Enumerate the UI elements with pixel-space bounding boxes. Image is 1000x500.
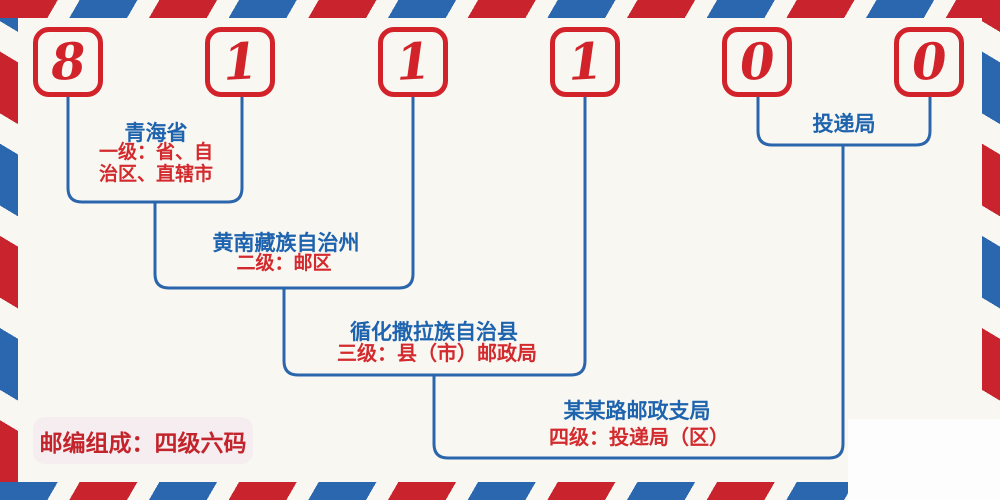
level3-description: 三级：县（市）邮政局 <box>337 343 537 365</box>
digit-box-2: 1 <box>205 27 275 97</box>
footer-badge-text: 邮编组成：四级六码 <box>39 429 247 456</box>
level1-region-name: 青海省 <box>124 122 188 145</box>
digit-box-5: 0 <box>722 27 792 97</box>
level1-description: 一级：省、自 治区、直辖市 <box>99 142 213 186</box>
level3-region-name: 循化撒拉族自治县 <box>350 321 518 344</box>
digit-3: 1 <box>394 31 432 92</box>
digit-box-3: 1 <box>378 27 448 97</box>
airmail-stripe-border-top <box>0 0 1000 18</box>
digit-2: 1 <box>221 31 259 92</box>
digit-5: 0 <box>738 31 776 92</box>
airmail-stripe-border-bottom <box>0 482 1000 500</box>
digit-box-4: 1 <box>550 27 620 97</box>
digit-box-6: 0 <box>894 27 964 97</box>
bracket-level4 <box>432 143 845 460</box>
footer-badge: 邮编组成：四级六码 <box>33 417 253 464</box>
digit-box-1: 8 <box>33 27 103 97</box>
digit-6: 0 <box>910 31 948 92</box>
digit-4: 1 <box>566 31 604 92</box>
level2-region-name: 黄南藏族自治州 <box>212 232 360 255</box>
airmail-stripe-border-left <box>0 18 18 482</box>
level1-description-line1: 一级：省、自 <box>98 142 214 163</box>
bottom-right-white-cover <box>848 419 1000 500</box>
delivery-office-label: 投递局 <box>812 113 876 136</box>
airmail-stripe-border-right <box>982 18 1000 482</box>
level4-region-name: 某某路邮政支局 <box>563 400 711 423</box>
bracket-delivery-office <box>756 95 932 147</box>
level2-description: 二级：邮区 <box>236 253 332 274</box>
digit-1: 8 <box>49 31 87 92</box>
level1-description-line2: 治区、直辖市 <box>98 164 214 185</box>
level4-description: 四级：投递局（区） <box>549 427 729 449</box>
